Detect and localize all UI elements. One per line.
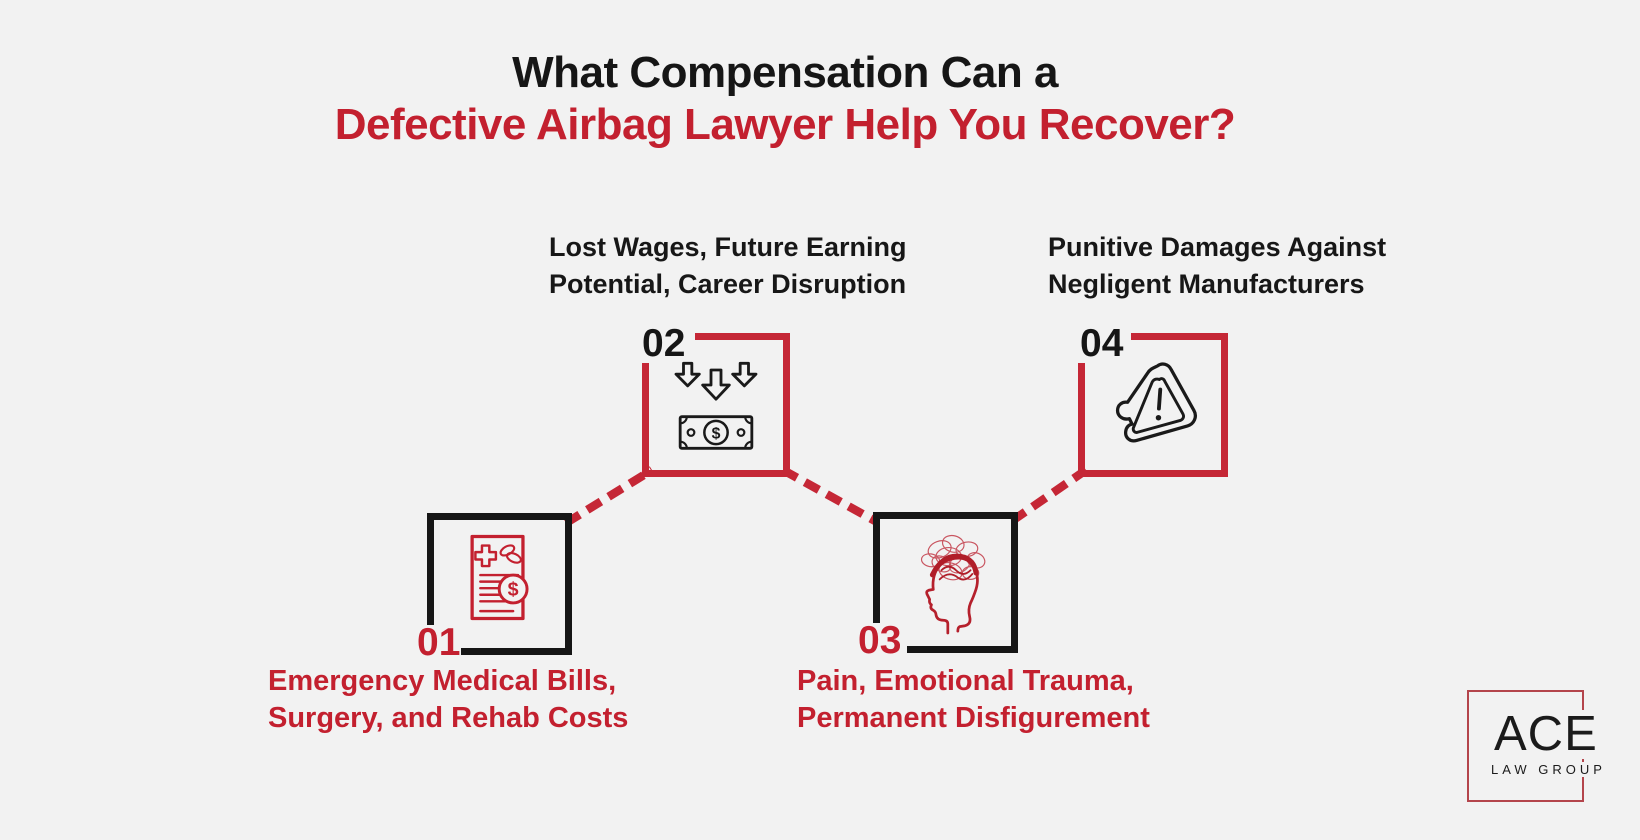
logo-name: ACE <box>1491 710 1601 759</box>
svg-text:$: $ <box>712 425 721 442</box>
box-border <box>873 512 1018 519</box>
caption-item-03: Pain, Emotional Trauma, Permanent Disfig… <box>797 663 1150 737</box>
box-border <box>1011 512 1018 653</box>
caption-item-02: Lost Wages, Future Earning Potential, Ca… <box>549 229 907 303</box>
box-border <box>642 470 790 477</box>
defective-warning-triangle-icon <box>1115 362 1197 443</box>
box-border <box>642 363 649 477</box>
medical-bill-icon: $ <box>469 534 529 620</box>
caption-line: Permanent Disfigurement <box>797 702 1150 734</box>
box-border <box>907 646 1018 653</box>
caption-line: Negligent Manufacturers <box>1048 269 1365 299</box>
box-border <box>783 333 790 477</box>
ace-law-group-logo: ACE LAW GROUP <box>1467 690 1608 802</box>
svg-text:$: $ <box>507 578 518 600</box>
box-border <box>427 513 434 625</box>
title-line-1: What Compensation Can a <box>512 48 1058 97</box>
box-border <box>695 333 790 340</box>
page-title: What Compensation Can a Defective Airbag… <box>0 47 1570 151</box>
box-border <box>1078 470 1228 477</box>
box-border <box>1221 333 1228 477</box>
caption-line: Emergency Medical Bills, <box>268 665 617 697</box>
caption-line: Punitive Damages Against <box>1048 232 1387 262</box>
box-border <box>427 513 572 520</box>
title-line-2: Defective Airbag Lawyer Help You Recover… <box>334 100 1236 149</box>
box-border <box>461 648 572 655</box>
falling-money-icon: $ <box>674 361 758 450</box>
caption-item-04: Punitive Damages Against Negligent Manuf… <box>1048 229 1386 303</box>
step-number-03: 03 <box>858 619 902 662</box>
step-number-04: 04 <box>1080 322 1124 365</box>
box-border <box>565 513 572 655</box>
caption-line: Lost Wages, Future Earning <box>549 232 907 262</box>
box-border <box>1131 333 1228 340</box>
step-number-01: 01 <box>417 621 461 664</box>
logo-subtitle: LAW GROUP <box>1489 762 1608 777</box>
item-box-03: 03 <box>858 512 1018 660</box>
emotional-trauma-head-icon <box>920 534 985 634</box>
box-border <box>1078 363 1085 477</box>
item-box-04: 04 <box>1078 324 1228 477</box>
item-box-02: 02 $ <box>642 324 790 477</box>
box-border <box>873 512 880 623</box>
caption-line: Surgery, and Rehab Costs <box>268 702 629 734</box>
caption-line: Pain, Emotional Trauma, <box>797 665 1134 697</box>
step-number-02: 02 <box>642 322 686 365</box>
caption-line: Potential, Career Disruption <box>549 269 907 299</box>
caption-item-01: Emergency Medical Bills, Surgery, and Re… <box>268 663 628 737</box>
item-box-01: 01 $ <box>417 513 572 662</box>
